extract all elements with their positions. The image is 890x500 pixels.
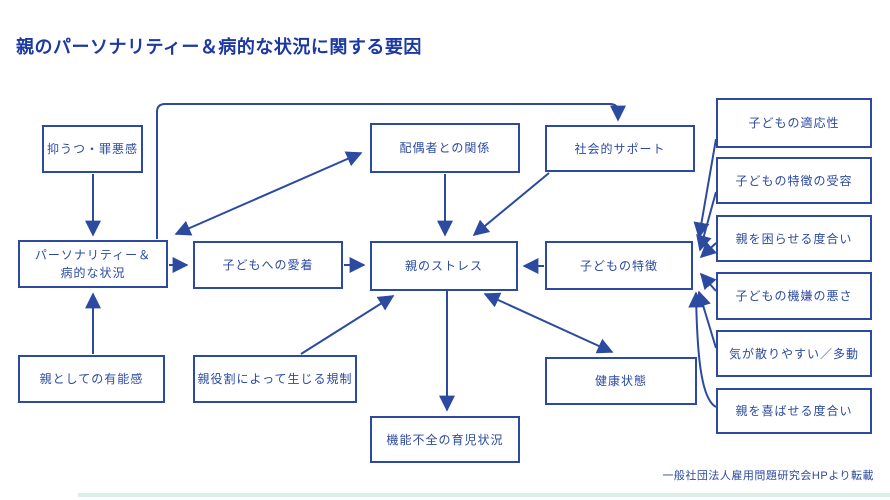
edge-acceptance-to-childtraits (696, 191, 717, 252)
source-caption: 一般社団法人雇用問題研究会HPより転載 (662, 470, 874, 482)
node-spouse-relationship: 配偶者との関係 (370, 123, 520, 173)
edge-personality-spouse-bidirectional (174, 151, 363, 236)
node-child-traits: 子どもの特徴 (545, 241, 693, 290)
edge-pleasing-to-childtraits (688, 291, 717, 408)
node-trait-acceptance: 子どもの特徴の受容 (716, 157, 872, 204)
node-attachment-to-child: 子どもへの愛着 (193, 241, 343, 289)
edge-stress-health-bidirectional (483, 292, 614, 354)
node-personality-pathological: パーソナリティー＆ 病的な状況 (18, 240, 168, 288)
edge-bothering-to-childtraits (699, 241, 717, 259)
edge-personality-to-socialsupport-loop (156, 103, 626, 239)
edge-moodiness-to-childtraits (699, 272, 717, 292)
node-health-condition: 健康状態 (545, 357, 697, 405)
diagram-title: 親のパーソナリティー＆病的な状況に関する要因 (16, 37, 422, 57)
node-role-restriction: 親役割によって生じる規制 (193, 355, 357, 403)
node-child-moodiness: 子どもの機嫌の悪さ (716, 272, 872, 320)
node-bothering-degree: 親を困らせる度合い (716, 215, 872, 262)
node-distractibility-hyperactivity: 気が散りやすい／多動 (716, 330, 872, 377)
node-parental-competence: 親としての有能感 (18, 355, 165, 403)
node-child-adaptability: 子どもの適応性 (716, 98, 872, 148)
node-depression-guilt: 抑うつ・罪悪感 (42, 125, 143, 173)
edge-distractibility-to-childtraits (695, 290, 717, 349)
node-pleasing-degree: 親を喜ばせる度合い (716, 388, 872, 434)
node-parent-stress: 親のストレス (370, 241, 518, 291)
edge-socialsupport-to-stress (472, 172, 550, 237)
bottom-accent-bar (78, 493, 890, 497)
edge-rolerestriction-to-stress (300, 295, 395, 355)
edge-adaptability-to-childtraits (693, 138, 717, 239)
node-social-support: 社会的サポート (545, 125, 695, 172)
node-dysfunctional-parenting: 機能不全の育児状況 (370, 416, 520, 463)
